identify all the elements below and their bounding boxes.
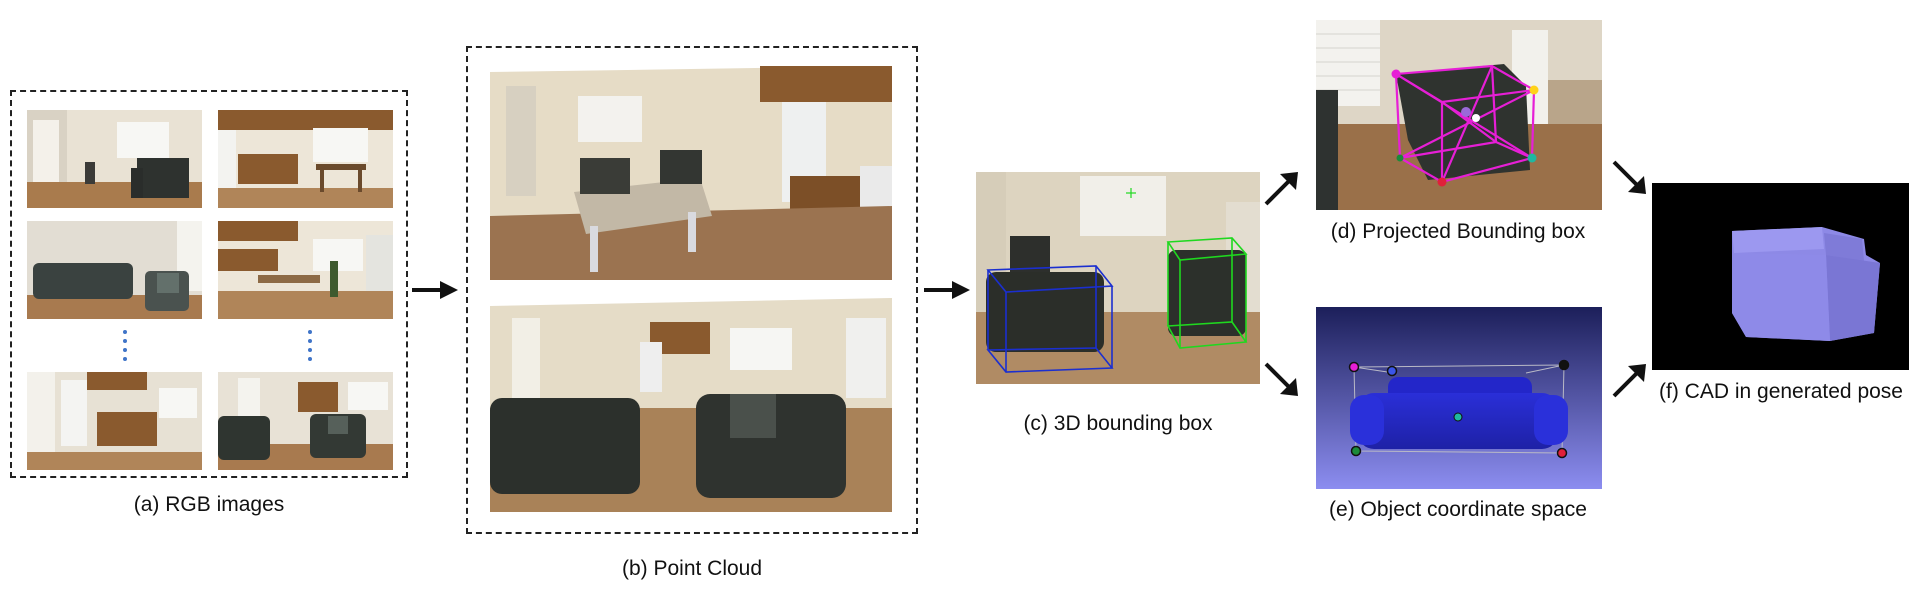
right-arrow-icon xyxy=(924,281,970,299)
caption-cad-generated-pose: (f) CAD in generated pose xyxy=(1659,380,1903,403)
right-arrow-icon xyxy=(1612,364,1646,398)
right-arrow-icon xyxy=(1612,160,1646,194)
rgb-image-6 xyxy=(218,372,393,470)
vertical-ellipsis-icon xyxy=(123,330,127,370)
right-arrow-icon xyxy=(1264,362,1298,396)
rgb-images-panel xyxy=(10,90,408,478)
caption-rgb-images: (a) RGB images xyxy=(133,493,285,516)
point-cloud-image-2 xyxy=(490,298,892,512)
rgb-image-2 xyxy=(218,110,393,208)
caption-3d-bounding-box: (c) 3D bounding box xyxy=(1023,412,1213,435)
rgb-image-3 xyxy=(27,221,202,319)
projected-bounding-box-image xyxy=(1316,20,1602,210)
rgb-image-4 xyxy=(218,221,393,319)
right-arrow-icon xyxy=(412,281,458,299)
point-cloud-panel xyxy=(466,46,918,534)
rgb-image-5 xyxy=(27,372,202,470)
object-coordinate-space-image xyxy=(1316,307,1602,489)
caption-point-cloud: (b) Point Cloud xyxy=(621,557,763,580)
rgb-image-1 xyxy=(27,110,202,208)
right-arrow-icon xyxy=(1264,172,1298,206)
caption-projected-bounding-box: (d) Projected Bounding box xyxy=(1330,220,1586,243)
cad-generated-pose-image xyxy=(1652,183,1909,370)
vertical-ellipsis-icon xyxy=(308,330,312,370)
caption-object-coordinate-space: (e) Object coordinate space xyxy=(1329,498,1587,521)
point-cloud-image-1 xyxy=(490,66,892,280)
bounding-box-3d-image xyxy=(976,172,1260,384)
